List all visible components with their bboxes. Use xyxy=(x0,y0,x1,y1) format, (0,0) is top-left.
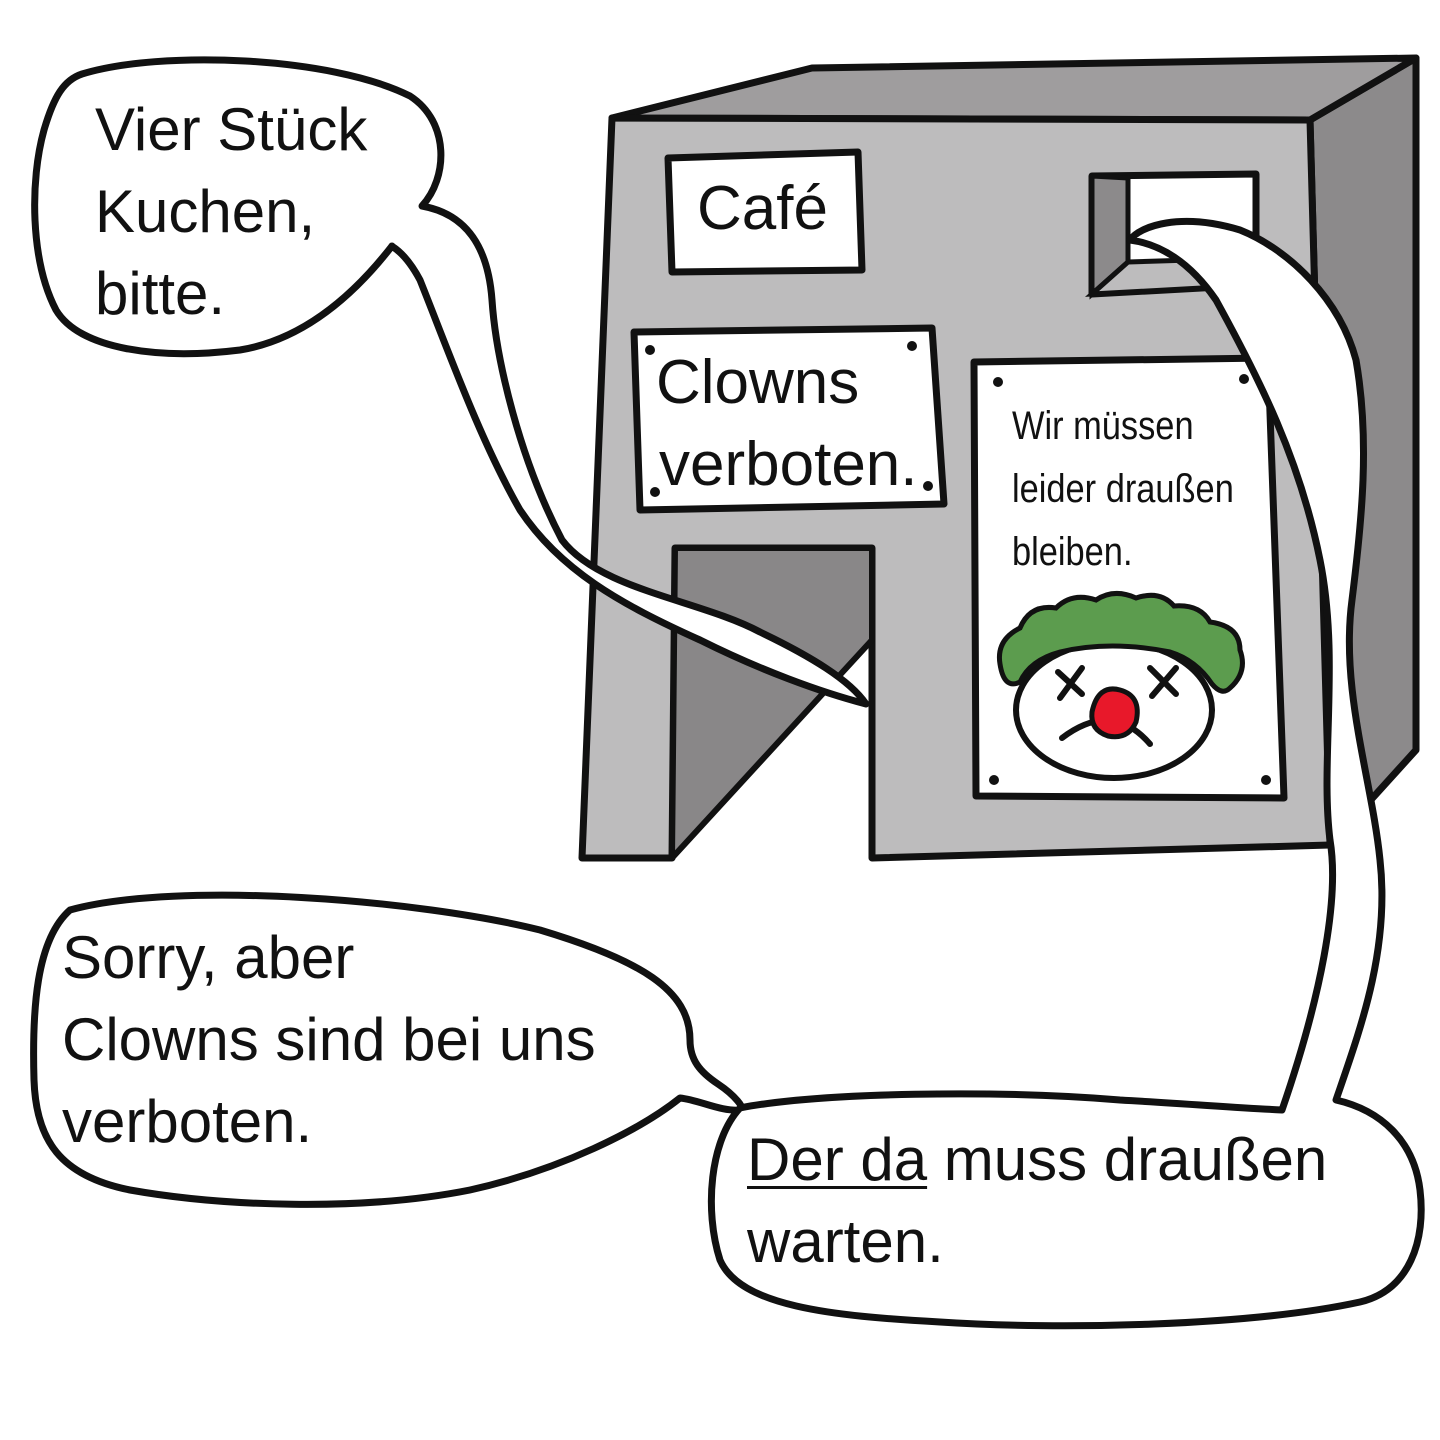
doorway xyxy=(669,545,875,861)
order-line-3: bitte. xyxy=(95,260,226,327)
refusal-line-1: Sorry, aber xyxy=(62,924,355,991)
pointing-line-1: Der da muss draußen xyxy=(747,1130,1327,1190)
refusal-speech-bubble xyxy=(30,891,746,1208)
pointing-line-2: warten. xyxy=(747,1208,944,1275)
ban-sign-line-2: verboten. xyxy=(659,430,918,499)
poster-line-2: leider draußen xyxy=(1012,467,1234,511)
poster-line-1: Wir müssen xyxy=(1012,404,1194,448)
cafe-sign-label: Café xyxy=(697,174,828,243)
order-line-2: Kuchen, xyxy=(95,178,316,245)
order-line-1: Vier Stück xyxy=(95,96,368,163)
refusal-line-3: verboten. xyxy=(62,1088,313,1155)
ban-sign-line-1: Clowns xyxy=(656,348,860,417)
pointing-speech-bubble xyxy=(707,217,1425,1330)
pointing-emphasis: Der da xyxy=(747,1126,928,1193)
sad-clown-icon xyxy=(996,591,1245,781)
pointing-line-1-rest: muss draußen xyxy=(927,1126,1328,1193)
building-roof xyxy=(608,54,1420,124)
order-speech-bubble xyxy=(31,56,870,708)
cafe-sign xyxy=(664,148,866,276)
ban-sign xyxy=(630,324,948,514)
poster-line-3: bleiben. xyxy=(1012,530,1133,574)
refusal-line-2: Clowns sind bei uns xyxy=(62,1006,596,1073)
